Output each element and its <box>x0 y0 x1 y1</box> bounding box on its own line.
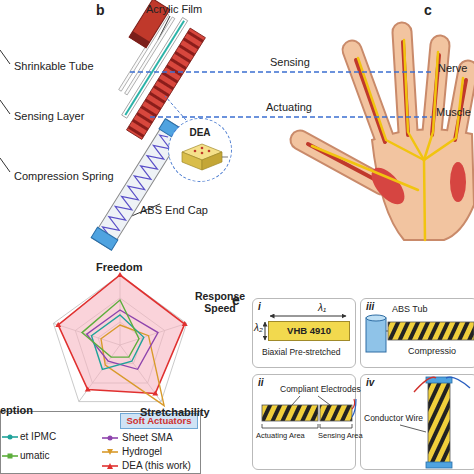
hand-illustration <box>365 162 410 210</box>
hand-illustration <box>450 162 466 202</box>
axis-label: Freedom <box>96 261 142 274</box>
part-name: ABS Tub <box>392 304 428 314</box>
film-strip: VHB 4910 <box>268 321 350 341</box>
hand-illustration <box>424 78 463 240</box>
radar-chart <box>182 321 188 326</box>
axis-label: Response Speed <box>190 290 250 314</box>
part-name: Compression Spring <box>14 170 114 183</box>
dashed-connector <box>130 71 432 72</box>
dashed-connector <box>150 116 432 117</box>
subpanel-index: iv <box>366 377 374 389</box>
dea-inset <box>182 152 202 170</box>
axis-label: eption <box>0 404 33 417</box>
legend-sample <box>8 454 13 459</box>
function-name: Actuating <box>266 101 312 114</box>
legend-text: et IPMC <box>20 431 56 443</box>
leader-ticks <box>0 100 10 114</box>
radar-chart <box>55 322 61 327</box>
exploded-tube <box>92 119 185 249</box>
legend-sample <box>8 435 13 440</box>
subpanel-index: i <box>258 301 261 313</box>
part-name: Acrylic Film <box>146 3 202 16</box>
dea-inset <box>208 150 211 153</box>
legend-sample <box>108 436 113 441</box>
radar-chart <box>82 300 139 357</box>
legend-text: Sheet SMA <box>122 432 173 444</box>
stretch-ratio: λ₁ <box>318 302 326 314</box>
dea-inset <box>165 96 231 181</box>
radar-chart <box>55 272 188 396</box>
hand-illustration <box>404 40 424 160</box>
dea-inset <box>222 157 228 158</box>
axis-label: Stretchability <box>140 406 210 419</box>
legend-text: umatic <box>20 450 49 462</box>
anatomy-name: Muscle <box>436 106 471 119</box>
hand-illustration <box>358 58 424 160</box>
area-name: Actuating Area <box>256 432 305 441</box>
dea-inset <box>169 119 231 181</box>
dea-inset <box>201 147 204 150</box>
exploded-tube <box>101 133 175 238</box>
legend-frame <box>1 412 201 474</box>
radar-chart <box>53 272 187 406</box>
inset-title: DEA <box>169 127 231 139</box>
part-name: ABS End Cap <box>140 204 208 217</box>
exploded-tube <box>129 31 150 48</box>
part-name: Sensing Layer <box>14 110 84 123</box>
legend-text: Hydrogel <box>122 446 162 458</box>
leader-ticks <box>0 158 10 172</box>
radar-chart <box>92 315 144 369</box>
radar-chart <box>85 387 91 392</box>
exploded-tube <box>91 227 118 250</box>
stretch-ratio: λ₂ <box>254 322 263 334</box>
panel-letter: b <box>96 2 105 18</box>
process-note: Biaxial Pre-stretched <box>262 348 340 358</box>
legend-sample <box>107 463 113 469</box>
legend-text: DEA (this work) <box>122 460 191 472</box>
radar-chart <box>101 325 164 406</box>
dashed-connector <box>130 72 432 117</box>
material-name: VHB 4910 <box>269 322 349 340</box>
hand-illustration <box>424 52 438 160</box>
subpanel-index: iii <box>366 301 374 313</box>
hand-illustration <box>300 32 474 240</box>
subpanel-box: iVHB 4910 <box>252 298 356 368</box>
leader-ticks <box>0 50 10 64</box>
exploded-tube <box>28 0 236 250</box>
part-name: Compressio <box>408 346 456 356</box>
inset-circle: DEA <box>168 118 232 182</box>
function-name: Sensing <box>270 56 310 69</box>
dea-inset <box>194 150 197 153</box>
radar-chart <box>53 275 186 402</box>
legend-sample <box>2 435 118 470</box>
legend-frame <box>1 412 201 474</box>
panel-letter: c <box>424 2 432 18</box>
legend-sample <box>107 449 113 455</box>
subpanel-index: ii <box>258 377 264 389</box>
hand-illustration <box>312 146 418 190</box>
dea-inset <box>201 152 204 155</box>
part-name: Compliant Electrodes <box>280 385 361 395</box>
part-name: Conductor Wire <box>364 414 423 424</box>
panel-letter: e <box>232 292 240 308</box>
part-name: Shrinkable Tube <box>14 60 94 73</box>
dea-inset <box>202 152 222 170</box>
radar-chart <box>152 391 158 396</box>
radar-chart <box>53 275 186 402</box>
anatomy-name: Nerve <box>438 62 467 75</box>
area-name: Sensing Area <box>318 432 363 441</box>
